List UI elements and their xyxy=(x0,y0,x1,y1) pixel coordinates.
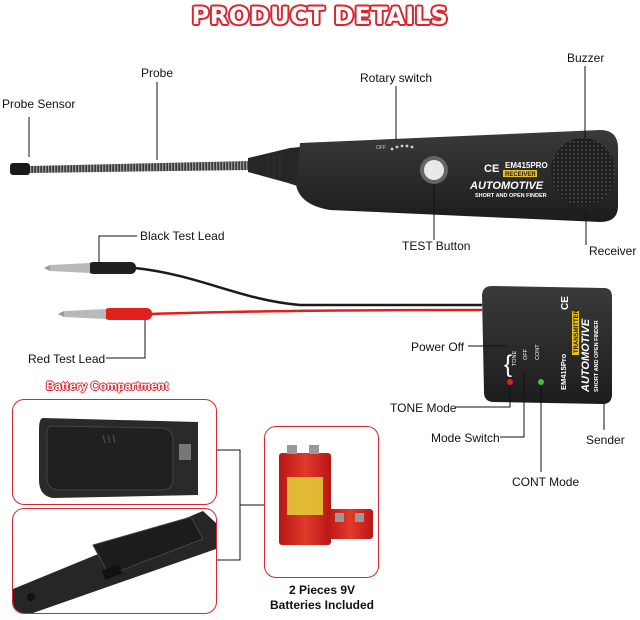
label-sender: Sender xyxy=(586,433,625,447)
battery-heading: Battery Compartment xyxy=(46,379,169,393)
label-cont-mode: CONT Mode xyxy=(512,475,580,489)
sender-ce-mark: CE xyxy=(560,296,571,310)
label-probe-sensor: Probe Sensor xyxy=(2,97,76,111)
battery-photo-9v xyxy=(264,426,379,578)
label-receiver: Receiver xyxy=(589,244,637,258)
receiver-tag: RECEIVER xyxy=(505,172,536,178)
label-power-off: Power Off xyxy=(411,340,465,354)
leader-red-lead xyxy=(106,320,146,359)
receiver-body xyxy=(296,130,618,222)
black-clip xyxy=(44,262,136,274)
receiver-model: EM415PRO xyxy=(505,161,548,170)
leader-black-lead xyxy=(98,235,137,263)
sender-tagline: SHORT AND OPEN FINDER xyxy=(594,320,600,392)
test-button xyxy=(424,160,444,180)
probe-sensor-tip xyxy=(10,163,30,175)
receiver-tag-bg xyxy=(503,170,537,177)
receiver-device xyxy=(10,130,618,222)
battery-caption-line1: 2 Pieces 9V xyxy=(288,583,356,597)
mode-switch-brace: { xyxy=(504,351,512,378)
battery-cover-closed xyxy=(39,418,198,498)
battery-bracket xyxy=(216,449,265,561)
sender-off-text: OFF xyxy=(523,348,529,360)
label-probe: Probe xyxy=(141,66,174,80)
receiver-brand: AUTOMOTIVE xyxy=(469,180,544,192)
red-clip xyxy=(58,308,152,320)
label-red-lead: Red Test Lead xyxy=(28,352,106,366)
battery-cover-open xyxy=(13,511,216,613)
sender-tone-text: TONE xyxy=(512,350,518,366)
leader-tone-mode xyxy=(455,386,511,408)
batteries-9v xyxy=(279,445,373,545)
test-leads xyxy=(44,262,483,320)
sender-tag: TRANSMITTER xyxy=(574,309,580,353)
probe-shaft xyxy=(30,161,250,173)
label-tone-mode: TONE Mode xyxy=(390,401,457,415)
label-black-lead: Black Test Lead xyxy=(140,229,225,243)
label-mode-switch: Mode Switch xyxy=(431,431,500,445)
receiver-tagline: SHORT AND OPEN FINDER xyxy=(475,193,547,199)
battery-caption: 2 Pieces 9V Batteries Included xyxy=(262,583,382,613)
label-buzzer: Buzzer xyxy=(567,51,605,65)
page-title: PRODUCT DETAILS xyxy=(191,2,449,30)
cont-led xyxy=(538,379,544,385)
tone-led xyxy=(507,379,513,385)
buzzer-grill xyxy=(551,138,615,206)
battery-9v-2 xyxy=(327,509,373,539)
battery-photo-open xyxy=(12,508,217,614)
sender-body xyxy=(482,286,612,404)
red-wire xyxy=(149,308,483,316)
sender-cont-text: CONT xyxy=(535,344,541,360)
sender-brand: AUTOMOTIVE xyxy=(580,318,592,393)
label-test-button: TEST Button xyxy=(402,239,471,253)
leader-mode-switch xyxy=(500,372,525,438)
receiver-ce-mark: CE xyxy=(484,163,499,175)
rotary-switch-dots xyxy=(390,144,414,151)
rotary-off-text: OFF xyxy=(376,145,386,151)
battery-caption-line2: Batteries Included xyxy=(269,598,375,612)
label-rotary-switch: Rotary switch xyxy=(360,71,433,85)
sender-device: { xyxy=(482,286,612,404)
sender-model: EM415Pro xyxy=(559,353,568,390)
black-wire xyxy=(134,266,482,307)
battery-photo-closed xyxy=(12,399,217,505)
